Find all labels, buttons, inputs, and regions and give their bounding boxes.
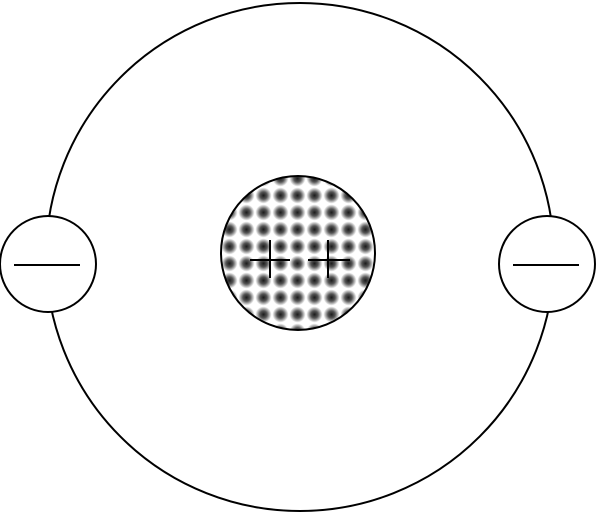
nucleus-outline <box>220 175 376 331</box>
proton-plus-icon-1 <box>250 240 290 278</box>
electron-right <box>498 215 596 313</box>
nucleus <box>220 175 376 331</box>
proton-plus-icon-2 <box>308 240 350 278</box>
electron-left <box>0 215 97 313</box>
nucleus-fill <box>221 176 375 330</box>
